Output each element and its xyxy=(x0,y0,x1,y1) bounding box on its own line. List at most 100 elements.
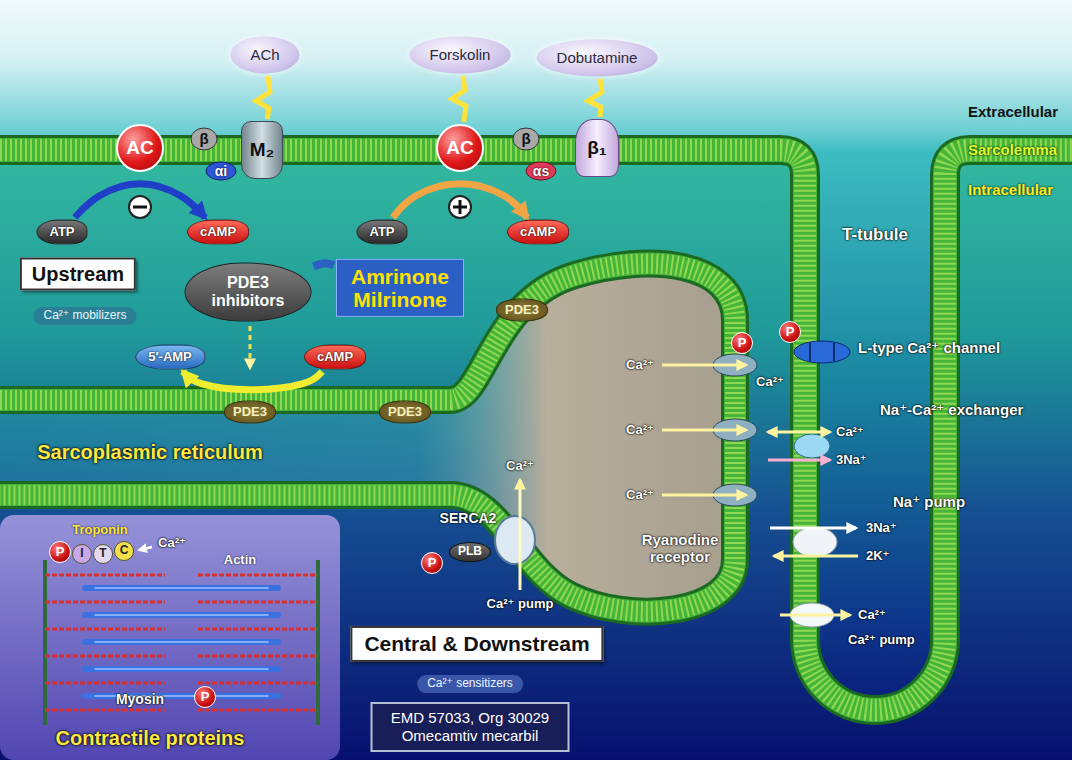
g-protein-subunit xyxy=(206,162,236,180)
node-text: P xyxy=(56,545,65,560)
pump-label: Ca²⁺ pump xyxy=(848,633,915,648)
calcium-pump-symbol xyxy=(780,614,850,617)
node-text: Upstream xyxy=(32,263,124,286)
myosin-filament xyxy=(95,587,268,589)
calcium-arrow xyxy=(662,494,746,497)
actin-filament xyxy=(45,601,165,604)
category-pill: Ca²⁺ sensitizers xyxy=(417,675,523,693)
node-text: cAMP xyxy=(200,225,236,240)
enzyme-shape: PDE3 xyxy=(224,401,276,424)
subunit-label: αi xyxy=(215,163,228,179)
serca-pump xyxy=(519,480,522,590)
ion-label: 3Na⁺ xyxy=(836,453,867,468)
myosin-filament xyxy=(95,668,268,670)
protein-shape: PLB xyxy=(449,542,491,562)
pump-label: Na⁺ pump xyxy=(893,493,965,510)
drug-box: EMD 57033, Org 30029 Omecamtiv mecarbil xyxy=(371,702,570,752)
node-text: Forskolin xyxy=(430,46,491,63)
myosin-filament xyxy=(85,666,278,672)
phospho-circle: P xyxy=(779,321,801,343)
ion-label: Ca²⁺ xyxy=(836,425,864,440)
node-text: AC xyxy=(126,137,153,159)
calcium-arrow xyxy=(662,365,746,495)
drug-cloud: Forskolin xyxy=(410,36,511,73)
channel-label: L-type Ca²⁺ channel xyxy=(858,339,1000,356)
lightning-bolt xyxy=(256,76,270,119)
contractile-panel xyxy=(0,515,340,760)
sodium-pump-symbol xyxy=(774,555,858,558)
node-text: ACh xyxy=(250,46,279,63)
sodium-pump-symbol xyxy=(793,527,837,557)
ion-label: Ca²⁺ xyxy=(858,608,886,623)
minus-sign xyxy=(133,206,147,209)
actin-filament xyxy=(198,601,318,604)
g-protein-subunit xyxy=(526,162,556,180)
subunit-label: αs xyxy=(533,163,549,179)
sarcolemma-membrane xyxy=(0,150,1072,710)
exchanger-symbol xyxy=(768,432,830,460)
node-text: P xyxy=(201,690,210,705)
ion-label: 2K⁺ xyxy=(866,549,889,564)
g-protein-subunit xyxy=(513,128,539,150)
sarcolemma-membrane xyxy=(0,150,1072,710)
minus-sign xyxy=(129,196,151,218)
receptor: M₂ xyxy=(241,121,283,179)
phospho-circle: P xyxy=(421,552,443,574)
sodium-pump-symbol xyxy=(770,527,856,530)
pump-label: Ca²⁺ pump xyxy=(487,597,554,612)
enzyme-shape: PDE3 xyxy=(496,299,548,322)
actin-filament xyxy=(45,709,165,712)
troponin-subunit: T xyxy=(93,544,113,564)
contractile-panel xyxy=(0,515,340,760)
node-text: P xyxy=(786,325,795,340)
minus-sign xyxy=(129,196,151,218)
node-text: PDE3 xyxy=(505,303,539,318)
g-protein-subunit xyxy=(191,128,217,150)
molecule-shape: cAMP xyxy=(304,345,366,370)
troponin-subunit: C xyxy=(114,541,134,561)
hydrolysis-arrow xyxy=(183,371,322,389)
node-text: AC xyxy=(446,137,473,159)
node-text: T xyxy=(99,547,106,561)
calcium-pump-symbol xyxy=(780,603,850,627)
actin-filament xyxy=(45,655,165,658)
section-box: Upstream xyxy=(20,258,136,291)
phospho-circle: P xyxy=(49,541,71,563)
ion-label: Ca²⁺ xyxy=(626,488,654,503)
troponin-subunit: I xyxy=(72,544,92,564)
phospho-circle: P xyxy=(194,686,216,708)
exchanger-symbol xyxy=(768,459,830,462)
node-text: Amrinone Milrinone xyxy=(351,265,449,311)
myosin-filament xyxy=(95,614,268,616)
l-type-channel xyxy=(794,341,850,363)
filament-label: Myosin xyxy=(116,691,164,707)
panel-title: Contractile proteins xyxy=(56,727,245,750)
node-text: cAMP xyxy=(520,225,556,240)
node-text: EMD 57033, Org 30029 Omecamtiv mecarbil xyxy=(383,709,558,745)
actin-filament xyxy=(198,682,318,685)
molecule-shape: ATP xyxy=(36,220,87,245)
drug-cloud: ACh xyxy=(230,36,299,73)
node-text: ATP xyxy=(49,225,74,240)
myosin-filament xyxy=(85,612,278,618)
section-box: Central & Downstream xyxy=(350,626,603,662)
lightning-bolt xyxy=(452,76,466,122)
ion-label: Ca²⁺ xyxy=(506,459,534,474)
molecule-shape: cAMP xyxy=(187,220,249,245)
serca-pump xyxy=(495,480,535,590)
node-text: PDE3 inhibitors xyxy=(212,274,285,311)
lightning-bolt xyxy=(588,79,602,117)
structure-label: T-tubule xyxy=(842,225,908,245)
node-text: Central & Downstream xyxy=(364,632,589,656)
serca-pump xyxy=(495,516,535,564)
myosin-filament xyxy=(85,588,278,696)
molecule-shape: cAMP xyxy=(507,220,569,245)
node-text: Ca²⁺ mobilizers xyxy=(43,309,126,323)
myosin-filament xyxy=(85,693,278,699)
node-text: P xyxy=(738,336,747,351)
l-type-channel xyxy=(794,341,850,363)
region-label: Intracellular xyxy=(968,181,1053,198)
ion-label: Ca²⁺ xyxy=(756,375,784,390)
molecule-shape: ATP xyxy=(356,220,407,245)
